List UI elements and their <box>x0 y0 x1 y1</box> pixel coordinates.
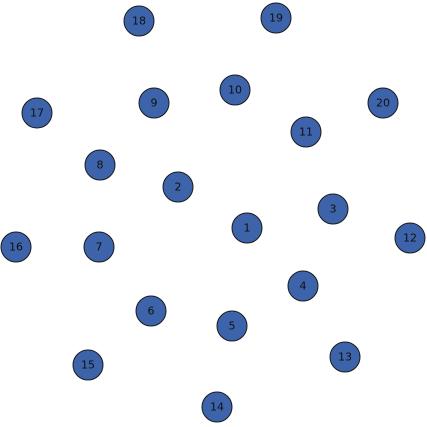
node-1: 1 <box>231 212 263 244</box>
node-label: 2 <box>175 181 182 194</box>
node-label: 17 <box>30 107 44 120</box>
node-12: 12 <box>394 222 426 254</box>
node-label: 9 <box>151 97 158 110</box>
node-label: 3 <box>330 203 337 216</box>
node-label: 6 <box>148 305 155 318</box>
node-label: 11 <box>299 126 313 139</box>
node-11: 11 <box>290 116 322 148</box>
node-label: 18 <box>132 15 146 28</box>
node-16: 16 <box>0 231 32 263</box>
node-8: 8 <box>84 149 116 181</box>
node-label: 5 <box>229 320 236 333</box>
node-17: 17 <box>21 97 53 129</box>
node-15: 15 <box>72 349 104 381</box>
node-label: 14 <box>210 401 224 414</box>
node-5: 5 <box>216 310 248 342</box>
node-13: 13 <box>329 341 361 373</box>
node-9: 9 <box>138 87 170 119</box>
node-7: 7 <box>83 231 115 263</box>
node-20: 20 <box>367 87 399 119</box>
node-2: 2 <box>162 171 194 203</box>
node-label: 15 <box>81 359 95 372</box>
node-label: 19 <box>269 12 283 25</box>
node-label: 8 <box>97 159 104 172</box>
node-3: 3 <box>317 193 349 225</box>
node-label: 1 <box>244 222 251 235</box>
node-19: 19 <box>260 2 292 34</box>
node-label: 10 <box>228 84 242 97</box>
node-label: 4 <box>300 280 307 293</box>
node-10: 10 <box>219 74 251 106</box>
node-label: 20 <box>376 97 390 110</box>
node-14: 14 <box>201 391 233 423</box>
node-label: 7 <box>96 241 103 254</box>
node-label: 16 <box>9 241 23 254</box>
node-label: 13 <box>338 351 352 364</box>
node-6: 6 <box>135 295 167 327</box>
node-4: 4 <box>287 270 319 302</box>
node-18: 18 <box>123 5 155 37</box>
node-label: 12 <box>403 232 417 245</box>
